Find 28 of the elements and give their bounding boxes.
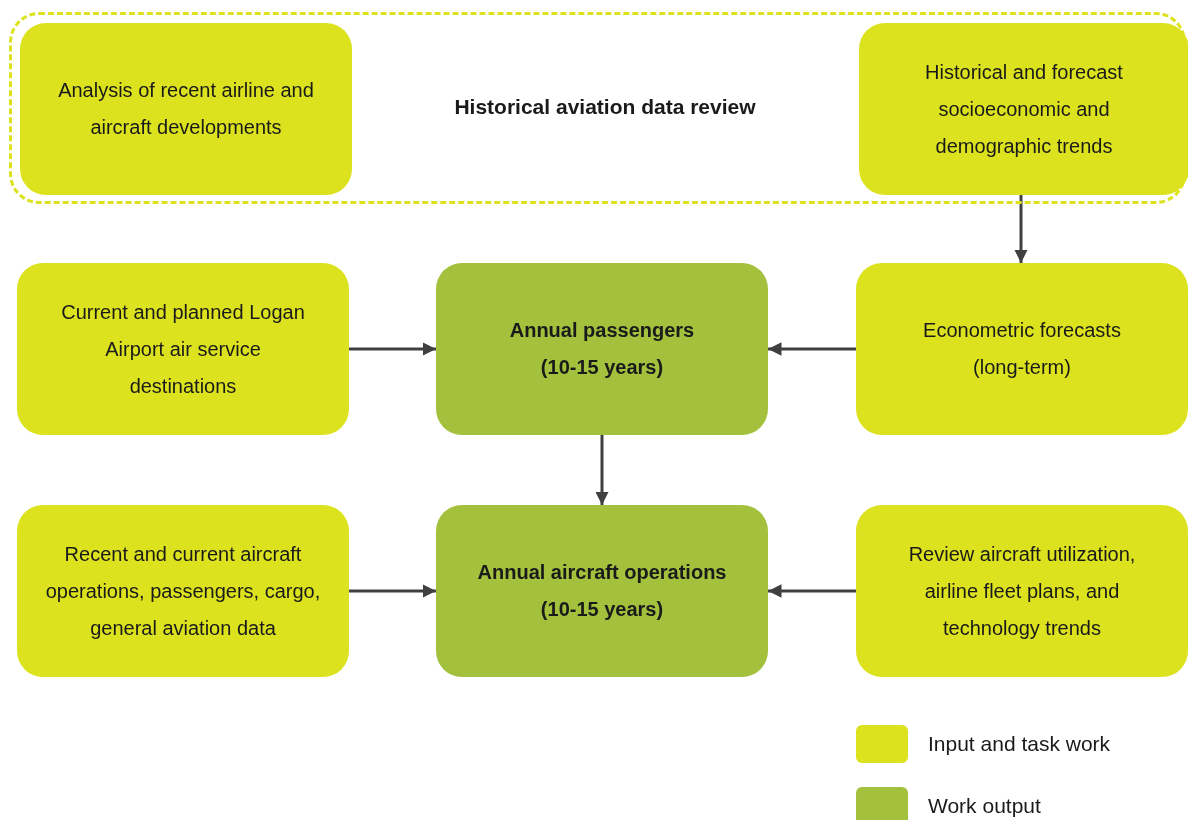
arrow xyxy=(349,584,436,598)
input-box xyxy=(17,505,349,677)
box-text: (10-15 years) xyxy=(540,355,664,380)
box-text: Recent and current aircraft operations, passengers, cargo, general aviation data xyxy=(44,541,322,641)
input-box xyxy=(859,23,1188,195)
group-heading: Historical aviation data review xyxy=(453,94,757,120)
output-box xyxy=(436,505,768,677)
box-text: Econometric forecasts (long-term) xyxy=(922,318,1122,380)
box-text: Analysis of recent airline and aircraft developments xyxy=(57,78,315,140)
legend-label: Input and task work xyxy=(928,731,1111,758)
input-box xyxy=(856,263,1188,435)
output-box xyxy=(436,263,768,435)
dashed-group-frame xyxy=(9,12,1186,204)
box-text: Current and planned Logan Airport air service destinations xyxy=(60,299,306,399)
input-box xyxy=(20,23,352,195)
box-text: Annual passengers xyxy=(509,318,695,343)
box-text: Historical and forecast socioeconomic and demographic trends xyxy=(924,59,1124,159)
input-box xyxy=(856,505,1188,677)
arrow xyxy=(768,584,856,598)
box-text: Annual aircraft operations xyxy=(477,560,727,585)
box-text: Review aircraft utilization, airline fleet plans, and technology trends xyxy=(907,541,1137,641)
legend-label: Work output xyxy=(928,793,1041,820)
arrow xyxy=(768,342,856,356)
arrow xyxy=(1014,192,1028,263)
input-box xyxy=(17,263,349,435)
arrow xyxy=(595,435,609,505)
arrow xyxy=(349,342,436,356)
box-text: (10-15 years) xyxy=(540,597,664,622)
